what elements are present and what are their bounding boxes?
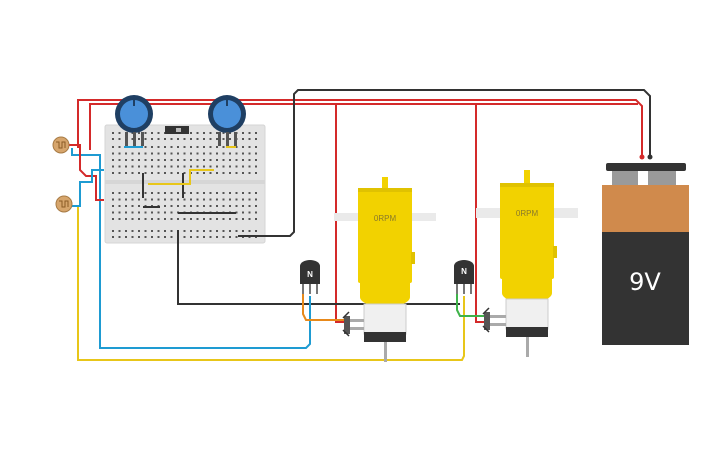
ldr2-wire[interactable] [72,169,104,207]
wires [68,89,651,361]
breadboard-center-channel [105,180,265,184]
transistor-2[interactable]: N [454,260,474,294]
motor-2-terminal [482,307,506,333]
transistor-2-label: N [461,267,467,276]
transistor-1-label: N [307,270,313,279]
red-wire-motor2[interactable] [475,104,486,323]
orange-wire-motor1[interactable] [302,286,346,321]
blue-wire-sensor[interactable] [71,148,311,349]
photoresistor-1[interactable] [52,136,70,154]
slide-switch-knob [176,128,181,132]
potentiometer-1[interactable] [115,95,153,146]
motor-1-terminal [342,311,364,337]
potentiometer-2[interactable] [208,95,246,146]
transistor-1[interactable]: N [300,260,320,294]
red-wire-supply[interactable] [77,99,643,155]
ldr1-wire[interactable] [68,144,104,201]
green-wire-motor2[interactable] [456,286,486,317]
photoresistor-2[interactable] [55,195,73,213]
motor-1-rpm: 0RPM [374,214,397,223]
red-wire-motor1[interactable] [335,104,346,323]
black-wire-ground[interactable] [238,89,651,237]
red-wire-supply-2[interactable] [89,103,638,150]
motor-2-rpm: 0RPM [516,209,539,218]
dc-motor-2[interactable]: 0RPM [476,170,578,357]
battery-label: 9V [629,268,661,296]
dc-motor-1[interactable]: 0RPM [334,177,436,362]
battery-9v[interactable]: 9V [602,154,689,346]
breadboard-jumpers [124,146,236,214]
